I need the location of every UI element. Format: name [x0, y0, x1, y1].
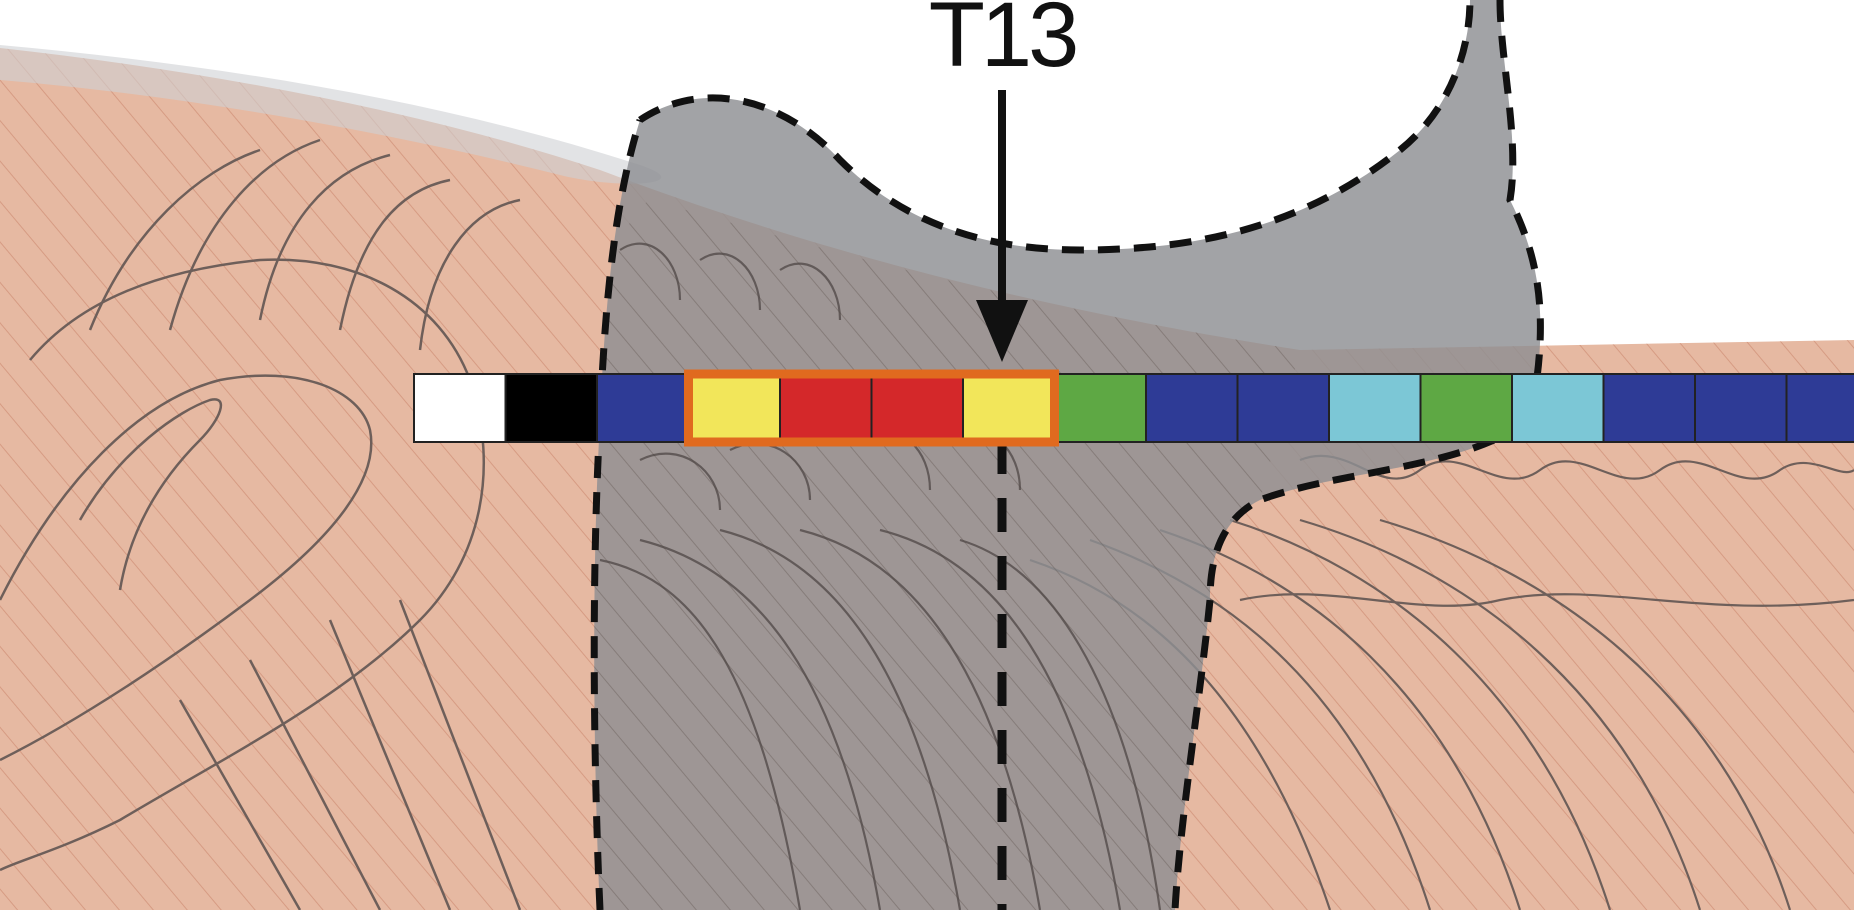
- highlight-box: [684, 369, 1059, 447]
- lower-limb-3: [328, 619, 452, 910]
- shoulder-arc-1: [88, 148, 261, 331]
- segment-9: [1145, 373, 1239, 443]
- shoulder-arc-4: [338, 178, 451, 331]
- rib-6: [1379, 518, 1792, 910]
- segment-15: [1694, 373, 1788, 443]
- segment-14: [1602, 373, 1696, 443]
- vertebra-row-2: [1239, 593, 1854, 607]
- segment-12: [1419, 373, 1513, 443]
- rib-cage: [1029, 454, 1854, 910]
- shoulder-arc-3: [258, 153, 391, 321]
- humerus-head: [78, 398, 222, 591]
- shaded-region-outline: [590, 0, 1544, 910]
- lower-limb-4: [398, 599, 522, 910]
- scapula-inner: [0, 374, 373, 762]
- segment-3: [596, 373, 690, 443]
- lower-limb-1: [178, 699, 302, 910]
- segment-2: [504, 373, 598, 443]
- segment-bar: [413, 369, 1854, 447]
- shoulder-arc-2: [168, 138, 321, 331]
- shoulder-arc-5: [418, 198, 521, 351]
- shoulder-structures: [0, 138, 522, 910]
- segment-10: [1236, 373, 1330, 443]
- scapula-outline: [0, 258, 485, 872]
- lower-limb-2: [248, 659, 382, 910]
- segment-7: [962, 373, 1056, 443]
- down-arrow-icon: [976, 90, 1028, 362]
- back-highlight: [0, 45, 662, 184]
- marker-label: T13: [929, 0, 1076, 86]
- segment-13: [1511, 373, 1605, 443]
- rib-4: [1229, 518, 1612, 910]
- marker-arrow-head: [976, 300, 1028, 362]
- vertebra-row: [1299, 454, 1854, 480]
- segment-4: [687, 373, 781, 443]
- segment-5: [779, 373, 873, 443]
- rib-5: [1299, 518, 1702, 910]
- segment-6: [870, 373, 964, 443]
- segment-16: [1785, 373, 1854, 443]
- rib-3: [1159, 528, 1522, 910]
- segment-11: [1328, 373, 1422, 443]
- segment-1: [413, 373, 507, 443]
- segment-8: [1053, 373, 1147, 443]
